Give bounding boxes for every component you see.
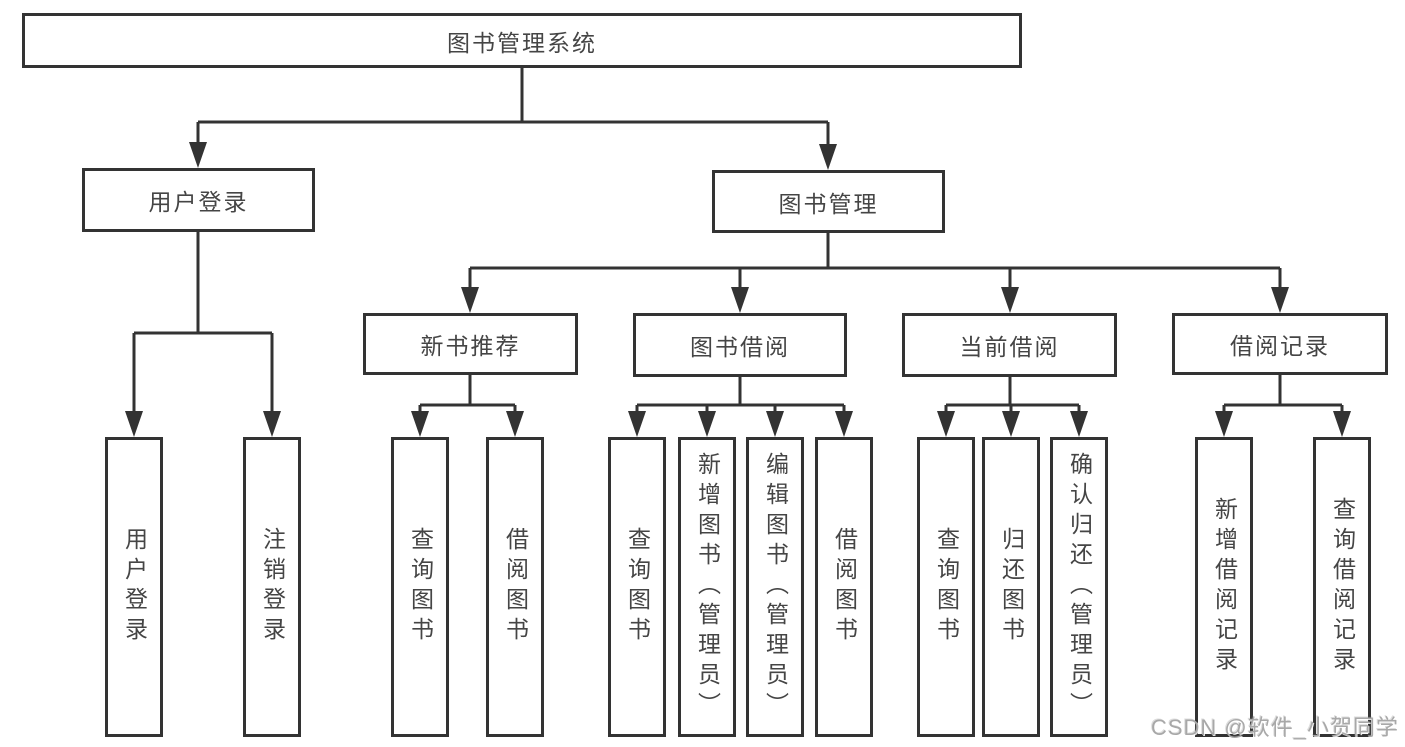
node-label: 编辑图书（管理员） <box>762 452 789 722</box>
leaf-add-borrow-record: 新增借阅记录 <box>1195 437 1253 737</box>
node-label: 借阅图书 <box>502 527 529 647</box>
node-label: 新书推荐 <box>420 333 521 359</box>
node-label: 图书管理系统 <box>447 29 597 56</box>
leaf-user-login: 用户登录 <box>105 437 163 737</box>
node-label: 归还图书 <box>998 527 1025 647</box>
node-borrow-records: 借阅记录 <box>1172 313 1388 375</box>
node-book-borrow: 图书借阅 <box>633 313 847 377</box>
node-label: 新增借阅记录 <box>1211 497 1238 677</box>
node-label: 用户登录 <box>121 527 148 647</box>
node-label: 新增图书（管理员） <box>694 452 721 722</box>
node-label: 借阅记录 <box>1230 333 1330 359</box>
leaf-logout: 注销登录 <box>243 437 301 737</box>
node-label: 注销登录 <box>259 527 286 647</box>
node-system-root: 图书管理系统 <box>22 13 1022 68</box>
node-label: 图书借阅 <box>690 334 790 360</box>
leaf-confirm-return-admin: 确认归还（管理员） <box>1050 437 1108 737</box>
node-label: 确认归还（管理员） <box>1066 452 1093 722</box>
leaf-add-book-admin: 新增图书（管理员） <box>678 437 736 737</box>
csdn-watermark: CSDN @软件_小贺同学 <box>1150 715 1399 740</box>
leaf-query-books-borrow: 查询图书 <box>608 437 666 737</box>
leaf-query-books-current: 查询图书 <box>917 437 975 737</box>
node-label: 用户登录 <box>148 189 249 215</box>
node-label: 当前借阅 <box>959 334 1060 360</box>
node-label: 查询图书 <box>624 527 651 647</box>
leaf-query-books-newbook: 查询图书 <box>391 437 449 737</box>
leaf-borrow-books-borrow: 借阅图书 <box>815 437 873 737</box>
node-user-login-branch: 用户登录 <box>82 168 315 232</box>
node-label: 图书管理 <box>778 190 879 217</box>
node-current-borrow: 当前借阅 <box>902 313 1117 377</box>
leaf-return-book: 归还图书 <box>982 437 1040 737</box>
node-new-book-recommend: 新书推荐 <box>363 313 578 375</box>
leaf-edit-book-admin: 编辑图书（管理员） <box>746 437 804 737</box>
leaf-query-borrow-record: 查询借阅记录 <box>1313 437 1371 737</box>
leaf-borrow-books-newbook: 借阅图书 <box>486 437 544 737</box>
node-label: 借阅图书 <box>831 527 858 647</box>
node-label: 查询图书 <box>407 527 434 647</box>
node-label: 查询图书 <box>933 527 960 647</box>
node-book-management: 图书管理 <box>712 170 945 233</box>
node-label: 查询借阅记录 <box>1329 497 1356 677</box>
